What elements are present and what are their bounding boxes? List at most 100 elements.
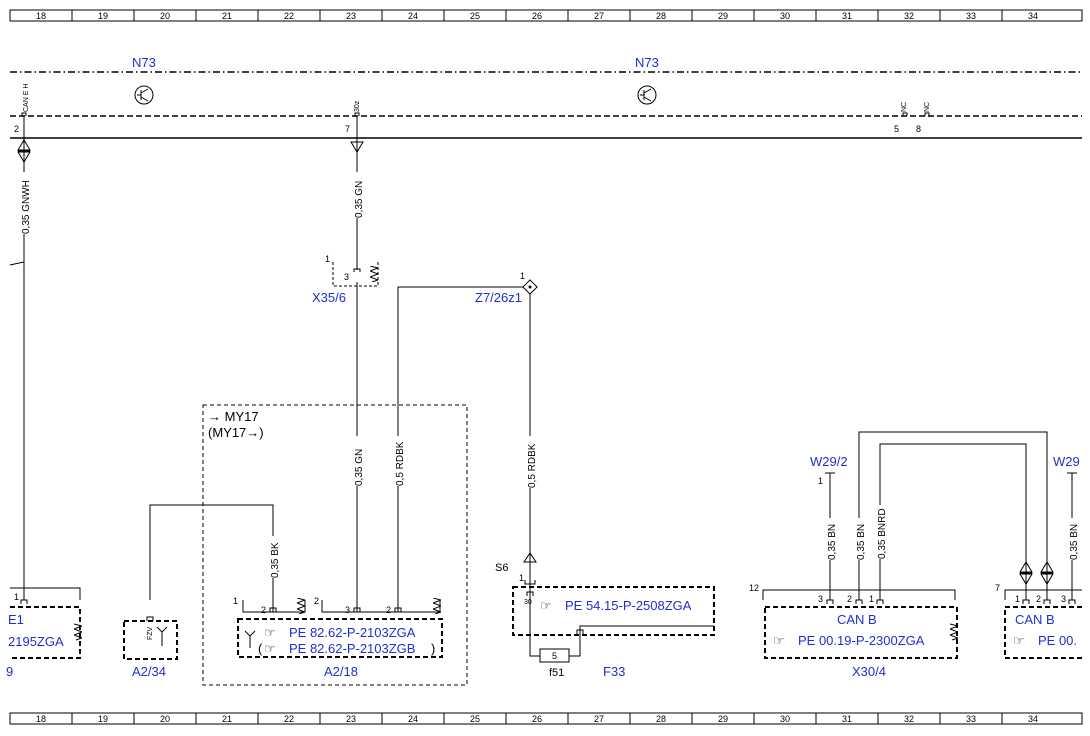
ruler-column-label: 29 xyxy=(718,11,728,21)
wire-label: 0,35 GN xyxy=(354,449,365,486)
pin-number: 8 xyxy=(916,124,921,134)
fzv-label: FZV xyxy=(147,626,154,640)
s6-label: S6 xyxy=(495,562,508,574)
paren: ( xyxy=(258,641,263,656)
nc-label: NC xyxy=(901,102,908,112)
ref-link[interactable]: PE 82.62-P-2103ZGB xyxy=(289,641,415,656)
ruler-column-label: 31 xyxy=(842,11,852,21)
ref-link[interactable]: 2195ZGA xyxy=(8,634,64,649)
ref-link[interactable]: PE 54.15-P-2508ZGA xyxy=(565,598,692,613)
pin-number: 2 xyxy=(314,596,319,606)
n73-label-left: N73 xyxy=(132,55,156,70)
pin-number: 1 xyxy=(233,596,238,606)
a2-18-region: → MY17 (MY17→) 0,35 BK 1 2 2 3 2 ☞ PE 82… xyxy=(149,404,468,686)
ruler-column-label: 21 xyxy=(222,11,232,21)
transistor-icon xyxy=(637,85,657,105)
ruler-column-label: 22 xyxy=(284,714,294,724)
f33-label: F33 xyxy=(603,664,625,679)
wire-label: 0,35 GN xyxy=(354,181,365,218)
wire-gnwh: 0,35 GNWH xyxy=(9,116,32,600)
hand-pointer-icon[interactable]: ☞ xyxy=(1013,633,1025,648)
ref-link[interactable]: PE 82.62-P-2103ZGA xyxy=(289,625,416,640)
pin-number: 3 xyxy=(1061,594,1066,604)
pin-number: 2 xyxy=(1036,594,1041,604)
hand-pointer-icon[interactable]: ☞ xyxy=(264,641,276,656)
x30-4-connector: W29/2 1 0,35 BN 0,35 BN 0,35 BNRD 12 3 2… xyxy=(749,431,1048,679)
ruler-column-label: 26 xyxy=(532,11,542,21)
hand-pointer-icon[interactable]: ☞ xyxy=(264,625,276,640)
pin-number: 1 xyxy=(818,476,823,486)
can-b-label: CAN B xyxy=(837,612,877,627)
n73-module: N73 N73 CAN E H 30z NC NC 2 7 5 8 xyxy=(10,55,1082,139)
wire-label: 0,35 BK xyxy=(270,542,281,578)
ruler-column-label: 33 xyxy=(966,11,976,21)
f33-fuse-box: S6 1 30 ☞ PE 54.15-P-2508ZGA 5 f51 F33 xyxy=(495,562,715,679)
ruler-column-label: 25 xyxy=(470,714,480,724)
ruler-column-label: 24 xyxy=(408,11,418,21)
fuse-value: 5 xyxy=(552,651,557,661)
can-e-label: CAN E H xyxy=(23,84,30,112)
pin-number: 7 xyxy=(345,124,350,134)
ruler-column-label: 32 xyxy=(904,11,914,21)
ruler-column-label: 23 xyxy=(346,11,356,21)
hand-pointer-icon[interactable]: ☞ xyxy=(773,633,785,648)
antenna-icon xyxy=(244,630,256,648)
paren: ) xyxy=(431,641,435,656)
ruler-column-label: 27 xyxy=(594,714,604,724)
svg-text:☞: ☞ xyxy=(1013,633,1025,648)
pin-number: 1 xyxy=(325,254,330,264)
pin-number: 7 xyxy=(995,583,1000,593)
ruler-column-label: 23 xyxy=(346,714,356,724)
e1-label: E1 xyxy=(8,612,24,627)
ruler-column-label: 33 xyxy=(966,714,976,724)
wire-gn: 0,35 GN 0,35 GN xyxy=(350,116,365,600)
pin-number: 2 xyxy=(14,124,19,134)
ruler-column-label: 28 xyxy=(656,11,666,21)
ruler-column-label: 29 xyxy=(718,714,728,724)
pin-number: 1 xyxy=(14,592,19,602)
ruler-column-label: 28 xyxy=(656,714,666,724)
wire-label: 0,35 BN xyxy=(1069,524,1080,560)
ruler-column-label: 18 xyxy=(36,714,46,724)
pin-number: 12 xyxy=(749,583,759,593)
a2-34-component: FZV A2/34 xyxy=(123,616,178,679)
pin-number: 1 xyxy=(520,271,525,281)
pin-number: 3 xyxy=(344,272,349,282)
z7-26z1-splice: 1 Z7/26z1 0,5 RDBK xyxy=(475,271,538,600)
pin-number: 1 xyxy=(869,594,874,604)
transistor-icon xyxy=(134,85,154,105)
fuse-name: f51 xyxy=(549,667,564,679)
nc-label: NC xyxy=(924,102,931,112)
pin-number: 2 xyxy=(386,605,391,615)
z7-26z1-label: Z7/26z1 xyxy=(475,290,522,305)
n73-label-right: N73 xyxy=(635,55,659,70)
pin-30z-label: 30z xyxy=(354,100,361,112)
left-edge-component: 1 E1 2195ZGA 9 xyxy=(6,587,82,679)
svg-text:☞: ☞ xyxy=(540,598,552,613)
antenna-icon xyxy=(156,626,168,646)
wire-label: 0,35 GNWH xyxy=(21,180,32,234)
ruler-column-label: 32 xyxy=(904,714,914,724)
right-edge-component: W29 0,35 BN 7 1 2 3 CAN B ☞ PE 00. xyxy=(995,454,1082,659)
wire-label: 0,35 BNRD xyxy=(877,508,888,559)
pin-number: 3 xyxy=(345,605,350,615)
wire-label: 0,5 RDBK xyxy=(527,443,538,488)
ref-link[interactable]: PE 00. xyxy=(1038,633,1077,648)
ruler-column-label: 25 xyxy=(470,11,480,21)
my17-label: → MY17 xyxy=(208,409,259,424)
wire-label: 0,5 RDBK xyxy=(395,441,406,486)
ruler-column-label: 19 xyxy=(98,714,108,724)
left-edge-label: 9 xyxy=(6,664,13,679)
wire-rdbk: 0,5 RDBK xyxy=(393,286,530,600)
wire-label: 0,35 BN xyxy=(827,524,838,560)
ruler-column-label: 34 xyxy=(1028,11,1038,21)
ruler-column-label: 24 xyxy=(408,714,418,724)
ref-link[interactable]: PE 00.19-P-2300ZGA xyxy=(798,633,925,648)
hand-pointer-icon[interactable]: ☞ xyxy=(540,598,552,613)
pin-number: 2 xyxy=(847,594,852,604)
can-b-label: CAN B xyxy=(1015,612,1055,627)
a2-18-label: A2/18 xyxy=(324,664,358,679)
ruler-column-label: 31 xyxy=(842,714,852,724)
